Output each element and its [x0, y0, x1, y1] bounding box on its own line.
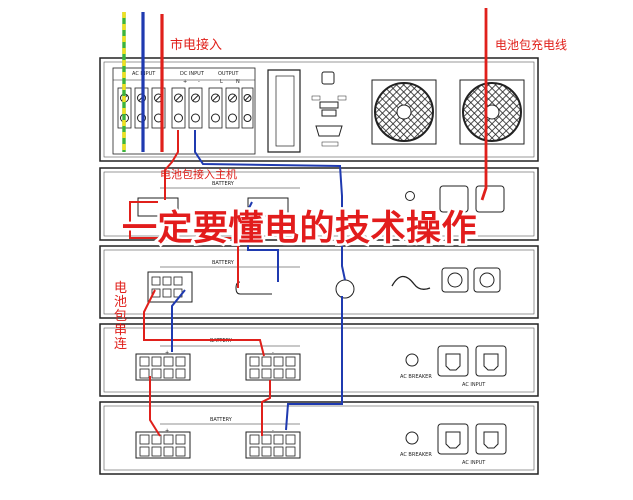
fan-right-icon — [459, 79, 525, 145]
battery-pack-4: BATTERY + - AC BREAKER AC INPUT — [99, 401, 539, 475]
output-l-label: L — [220, 79, 223, 85]
series-wires — [129, 201, 343, 437]
battery-label: BATTERY — [210, 417, 233, 423]
mains-input-label: 市电接入 — [170, 37, 222, 53]
ac-breaker-label: AC BREAKER — [400, 374, 432, 380]
battery-pack-1: BATTERY — [99, 167, 539, 241]
battery-charge-line-label: 电池包充电线 — [495, 37, 567, 52]
ac-breaker-label: AC BREAKER — [400, 452, 432, 458]
warning-banner: 一定要懂电的技术操作 — [122, 209, 477, 249]
mains-input-wires — [122, 12, 164, 152]
communication-ports — [311, 71, 347, 147]
host-unit: AC INPUT DC INPUT OUTPUT + - L N — [99, 57, 539, 162]
series-char-4: 串 — [114, 323, 127, 338]
ac-input-label: AC INPUT — [462, 460, 486, 466]
battery-pack-3: BATTERY + - AC BREAKER AC INPUT — [99, 323, 539, 397]
series-char-1: 电 — [114, 281, 127, 296]
plus-label: + — [165, 428, 169, 434]
charge-line — [480, 8, 488, 201]
minus-label: - — [272, 428, 274, 434]
plus-label: + — [165, 350, 169, 356]
dc-input-terminal-label: DC INPUT — [180, 71, 205, 77]
fan-left-icon — [371, 79, 437, 145]
series-char-3: 包 — [114, 309, 127, 324]
battery-series-label: 电 池 包 串 连 — [114, 281, 127, 352]
dc-plus-label: + — [183, 79, 187, 85]
output-terminal-label: OUTPUT — [218, 71, 239, 77]
battery-to-host-wires — [164, 130, 346, 281]
ac-input-label: AC INPUT — [462, 382, 486, 388]
dc-minus-label: - — [198, 79, 200, 85]
battery-label: BATTERY — [212, 260, 235, 266]
minus-label: - — [272, 350, 274, 356]
series-char-2: 池 — [114, 295, 127, 310]
battery-label: BATTERY — [212, 181, 235, 187]
battery-pack-2: BATTERY — [99, 245, 539, 319]
battery-to-host-label: 电池包接入主机 — [160, 167, 237, 181]
output-n-label: N — [236, 79, 240, 85]
series-char-5: 连 — [114, 336, 127, 352]
cover-plate — [267, 69, 301, 153]
